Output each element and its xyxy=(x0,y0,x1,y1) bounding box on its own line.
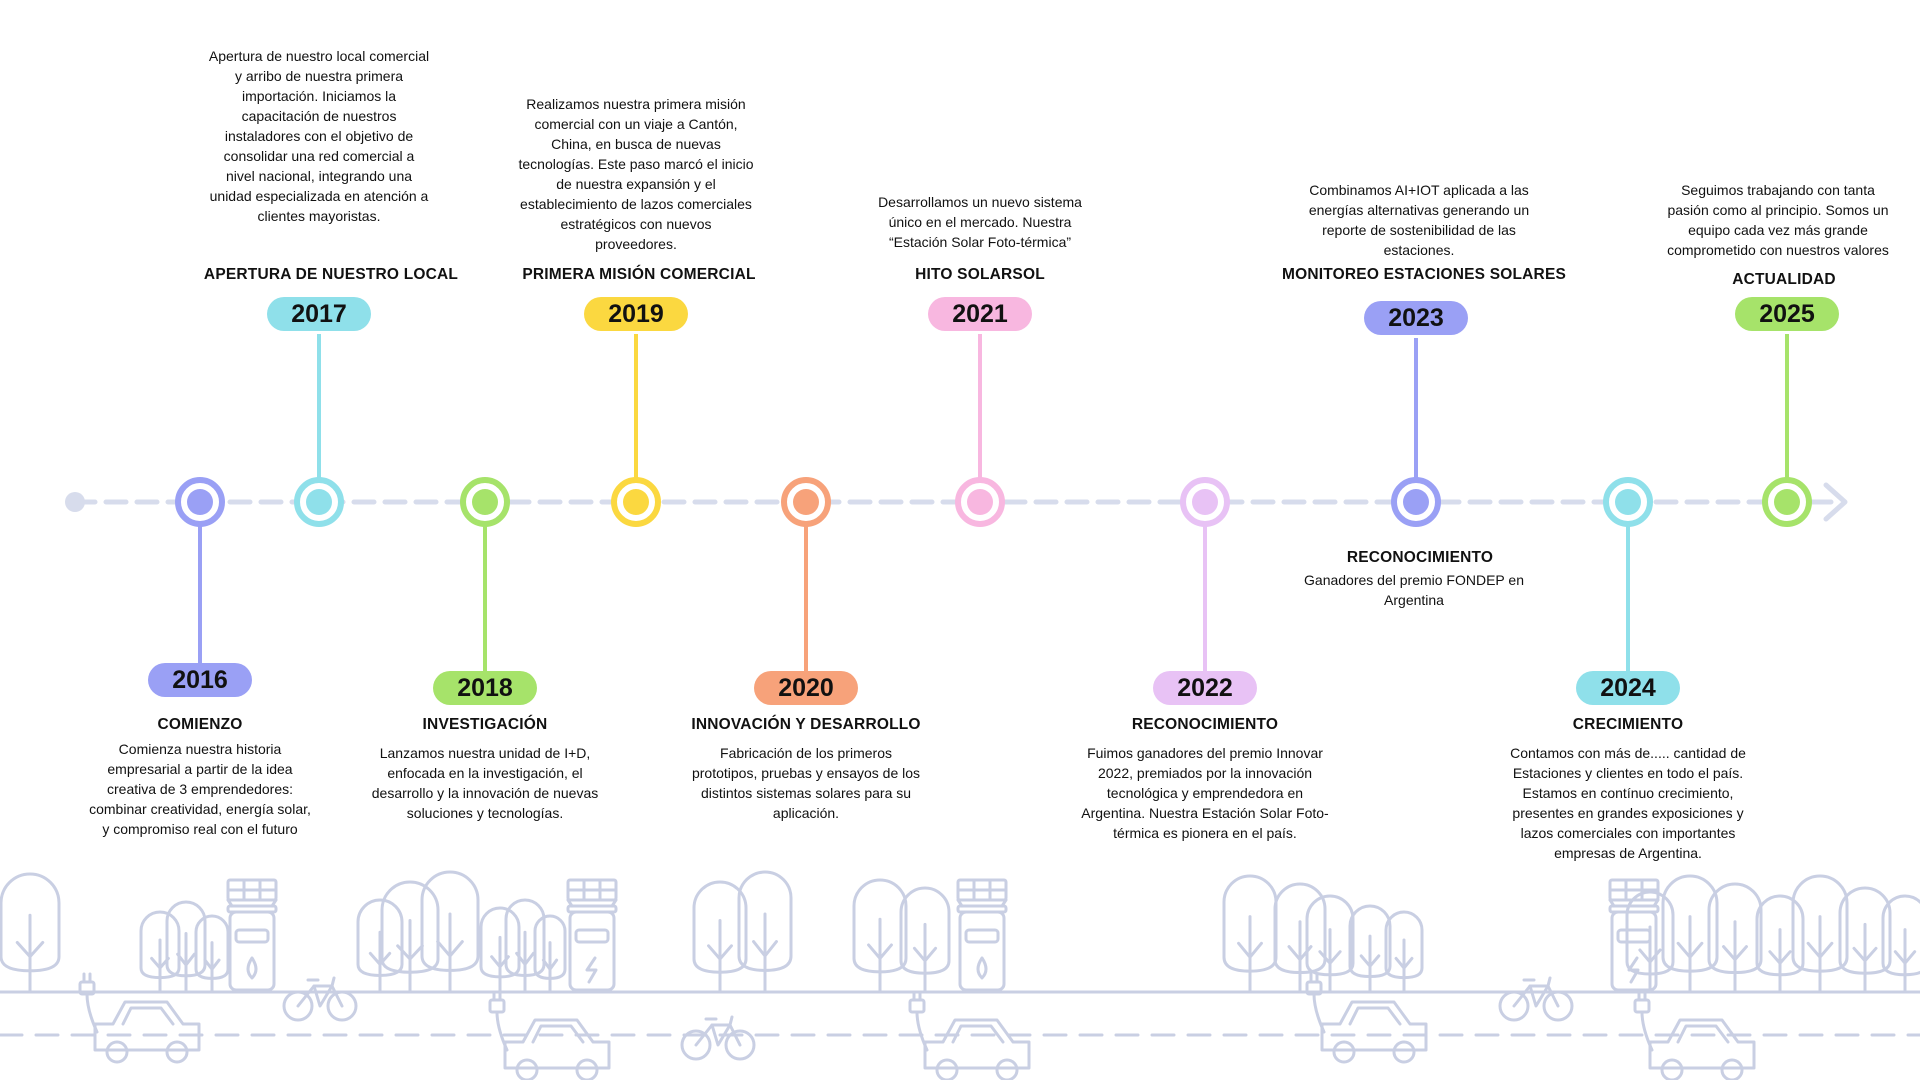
milestone-description: Lanzamos nuestra unidad de I+D, enfocada… xyxy=(371,745,599,821)
tree-icon xyxy=(692,880,748,994)
milestone-title: PRIMERA MISIÓN COMERCIAL xyxy=(522,266,756,283)
tree-icon xyxy=(852,878,908,994)
timeline-node-dot xyxy=(1615,489,1641,515)
milestone-description: Desarrollamos un nuevo sistema único en … xyxy=(878,194,1082,250)
milestone-title: INVESTIGACIÓN xyxy=(422,716,548,733)
timeline-start-dot xyxy=(65,492,85,512)
electric-car-icon xyxy=(1633,990,1756,1080)
year-pill: 2024 xyxy=(1576,671,1680,705)
milestone-description: Realizamos nuestra primera misión comerc… xyxy=(518,96,754,252)
electric-car-icon xyxy=(908,990,1031,1080)
tree-icon xyxy=(420,870,480,994)
charging-station-electric xyxy=(1608,878,1660,992)
charging-station-water xyxy=(956,878,1008,992)
bicycle-icon xyxy=(282,976,358,1022)
timeline-node-dot xyxy=(1774,489,1800,515)
timeline-node-dot xyxy=(793,489,819,515)
milestone-title: HITO SOLARSOL xyxy=(915,266,1045,283)
milestone-title: MONITOREO ESTACIONES SOLARES xyxy=(1281,266,1567,283)
electric-car-icon xyxy=(1305,972,1428,1064)
milestone-title: RECONOCIMIENTO xyxy=(1131,716,1279,733)
milestone-title: APERTURA DE NUESTRO LOCAL xyxy=(203,266,459,283)
timeline-node-dot xyxy=(623,489,649,515)
timeline-node-dot xyxy=(1192,489,1218,515)
tree-icon xyxy=(1881,894,1920,994)
year-pill: 2016 xyxy=(148,663,252,697)
tree-icon xyxy=(1384,910,1424,994)
year-pill: 2018 xyxy=(433,671,537,705)
milestone-description: Seguimos trabajando con tanta pasión com… xyxy=(1667,182,1889,258)
tree-icon xyxy=(1838,886,1892,994)
milestone-title: COMIENZO xyxy=(157,716,243,733)
year-pill: 2025 xyxy=(1735,297,1839,331)
charging-station-electric xyxy=(566,878,618,992)
tree-icon xyxy=(1707,882,1763,994)
electric-car-icon xyxy=(78,972,201,1064)
milestone-description: Fabricación de los primeros prototipos, … xyxy=(691,745,921,821)
tree-icon xyxy=(356,898,404,994)
timeline-node-dot xyxy=(187,489,213,515)
milestone-description: Fuimos ganadores del premio Innovar 2022… xyxy=(1081,745,1329,841)
tree-icon xyxy=(899,886,951,994)
milestone-description: Apertura de nuestro local comercial y ar… xyxy=(208,48,430,224)
tree-icon xyxy=(1348,904,1392,994)
award-description: Ganadores del premio FONDEP en Argentina xyxy=(1304,572,1524,608)
milestone-description: Combinamos AI+IOT aplicada a las energía… xyxy=(1308,182,1530,258)
timeline-node-dot xyxy=(967,489,993,515)
charging-station-water xyxy=(226,878,278,992)
tree-icon xyxy=(1661,874,1719,994)
year-pill: 2021 xyxy=(928,297,1032,331)
bicycle-icon xyxy=(680,1015,756,1061)
year-pill: 2020 xyxy=(754,671,858,705)
tree-icon xyxy=(1791,874,1849,994)
tree-icon xyxy=(1755,894,1805,994)
timeline-arrow-head xyxy=(1823,482,1848,522)
timeline-node-dot xyxy=(472,489,498,515)
milestone-title: ACTUALIDAD xyxy=(1732,271,1836,288)
year-pill: 2019 xyxy=(584,297,688,331)
tree-icon xyxy=(533,914,567,994)
tree-icon xyxy=(737,870,793,994)
timeline-node-dot xyxy=(306,489,332,515)
tree-icon xyxy=(0,872,61,994)
milestone-title: INNOVACIÓN Y DESARROLLO xyxy=(691,716,921,733)
electric-car-icon xyxy=(488,990,611,1080)
milestone-description: Comienza nuestra historia empresarial a … xyxy=(89,741,311,837)
year-pill: 2023 xyxy=(1364,301,1468,335)
tree-icon xyxy=(165,900,207,994)
milestone-description: Contamos con más de..... cantidad de Est… xyxy=(1510,745,1746,861)
award-title: RECONOCIMIENTO xyxy=(1346,549,1494,566)
timeline-node-dot xyxy=(1403,489,1429,515)
year-pill: 2017 xyxy=(267,297,371,331)
tree-icon xyxy=(194,914,230,994)
year-pill: 2022 xyxy=(1153,671,1257,705)
bicycle-icon xyxy=(1498,976,1574,1022)
milestone-title: CRECIMIENTO xyxy=(1572,716,1684,733)
tree-icon xyxy=(504,898,546,994)
